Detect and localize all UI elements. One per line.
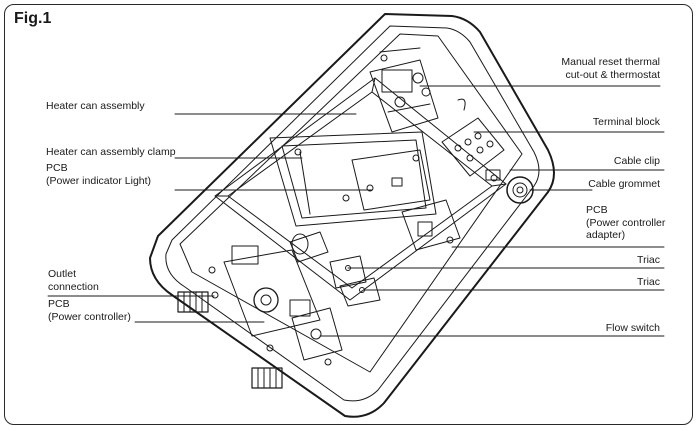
label-pcb-power-controller-line1: PCB (48, 298, 70, 310)
label-triac-2: Triac (637, 276, 660, 288)
label-flow-switch: Flow switch (605, 322, 660, 334)
inlet-connection (251, 367, 283, 389)
heater-can (214, 77, 507, 301)
triacs (329, 255, 381, 307)
inlet-pipe (289, 231, 329, 263)
label-pcb-adapter-line2: (Power controller (586, 216, 666, 229)
label-pcb-power-indicator-line2: (Power indicator Light) (46, 174, 152, 187)
label-outlet-connection: Outlet connection (48, 268, 99, 293)
pcb-power-indicator (351, 149, 431, 211)
label-cable-clip: Cable clip (613, 155, 660, 167)
label-manual-reset-thermostat: Manual reset thermal cut-out & thermosta… (561, 56, 660, 81)
label-pcb-adapter-line1: PCB (586, 204, 608, 216)
figure-frame (4, 4, 693, 425)
label-pcb-power-indicator: PCB (Power indicator Light) (46, 162, 151, 187)
label-heater-can-assembly-clamp: Heater can assembly clamp (46, 146, 176, 158)
label-outlet-connection-line1: Outlet (48, 268, 77, 280)
label-triac-1: Triac (637, 254, 660, 266)
label-pcb-adapter-line3: adapter) (586, 229, 626, 241)
cable-grommet (485, 169, 534, 204)
terminal-block (441, 98, 505, 177)
label-pcb-controller-adapter: PCB (Power controller adapter) (586, 204, 665, 242)
label-manual-reset-line2: cut-out & thermostat (565, 68, 660, 81)
leader-lines (47, 85, 665, 337)
outlet-connection (177, 291, 209, 313)
label-terminal-block: Terminal block (592, 116, 660, 128)
screws (208, 148, 498, 366)
label-heater-can-assembly: Heater can assembly (46, 100, 145, 112)
label-outlet-connection-line2: connection (48, 280, 99, 293)
flow-switch (291, 307, 343, 361)
heater-can-clamp (269, 131, 437, 227)
label-pcb-power-controller-line2: (Power controller) (48, 310, 131, 323)
figure-title: Fig.1 (14, 10, 52, 27)
label-pcb-power-indicator-line1: PCB (46, 162, 68, 174)
thermostat-module (369, 47, 439, 133)
pcb-power-controller (223, 245, 321, 337)
pcb-controller-adapter (401, 199, 461, 251)
housing-outline (149, 13, 555, 418)
label-cable-grommet: Cable grommet (588, 178, 660, 190)
label-manual-reset-line1: Manual reset thermal (561, 56, 660, 68)
label-pcb-power-controller: PCB (Power controller) (48, 298, 131, 323)
